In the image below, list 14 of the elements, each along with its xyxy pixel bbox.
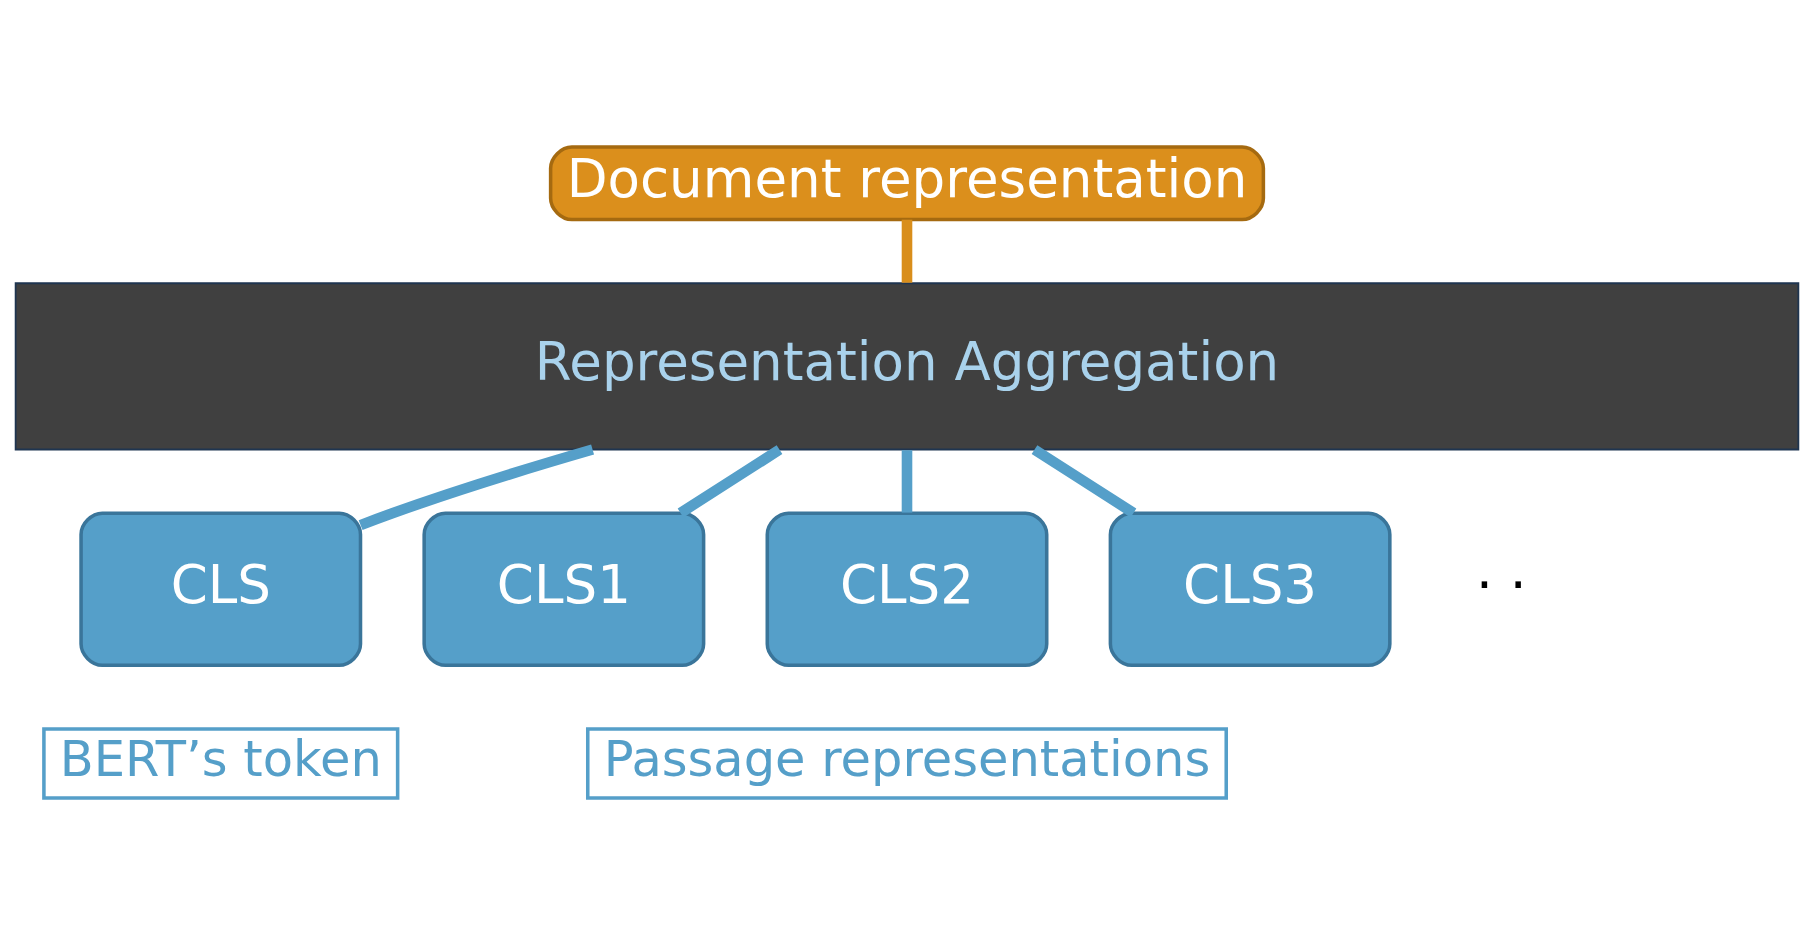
node-box: Document representation	[548, 145, 1266, 222]
connector	[901, 450, 913, 513]
node-box: Passage representations	[586, 727, 1228, 800]
connector	[901, 219, 913, 283]
node-box: CLS	[79, 511, 363, 668]
node-box: BERT’s token	[42, 727, 400, 800]
connector	[677, 445, 783, 518]
connector	[1031, 445, 1137, 518]
node-box: CLS3	[1108, 511, 1392, 668]
node-box: CLS2	[765, 511, 1049, 668]
node-box: CLS1	[422, 511, 706, 668]
node-box: Representation Aggregation	[14, 282, 1800, 451]
label: · ·	[1475, 553, 1527, 616]
connector	[358, 444, 595, 531]
